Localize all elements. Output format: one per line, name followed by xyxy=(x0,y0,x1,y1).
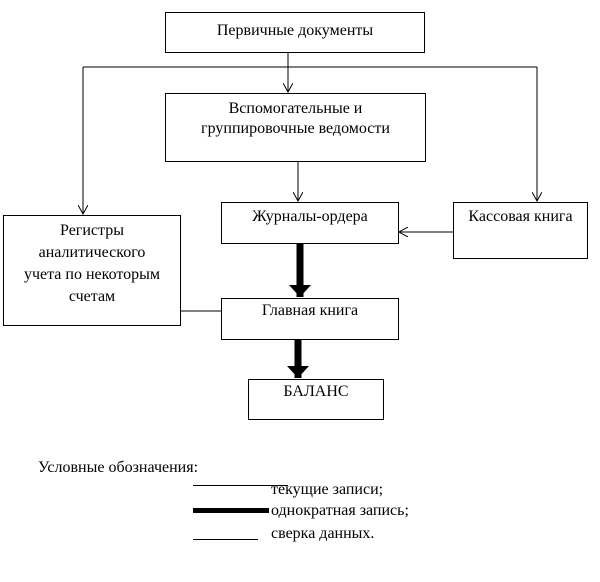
node-registers-label-line1: Регистры xyxy=(60,222,124,239)
legend-label-single: однократная запись; xyxy=(271,502,409,519)
node-balance-label: БАЛАНС xyxy=(283,383,349,400)
node-auxiliary-statements: Вспомогательные и группировочные ведомос… xyxy=(165,93,426,162)
node-cashbook: Кассовая книга xyxy=(453,202,588,259)
node-registers-label-line3: учета по некоторым xyxy=(23,266,161,283)
node-auxiliary-label-line1: Вспомогательные и xyxy=(228,100,363,117)
legend-line-reconcile xyxy=(193,539,258,540)
node-registers-label-line2: аналитического xyxy=(38,244,146,261)
node-general-ledger-label: Главная книга xyxy=(261,302,359,319)
node-registers-label-line4: счетам xyxy=(68,288,116,305)
node-analytical-registers: Регистры аналитического учета по некотор… xyxy=(3,215,181,326)
node-primary-documents: Первичные документы xyxy=(165,12,425,53)
node-auxiliary-label-line2: группировочные ведомости xyxy=(201,120,390,137)
legend-line-current xyxy=(193,485,288,486)
legend-line-single xyxy=(193,508,269,513)
node-general-ledger: Главная книга xyxy=(221,298,399,340)
node-journal-orders: Журналы-ордера xyxy=(221,202,399,244)
node-journal-orders-label: Журналы-ордера xyxy=(252,208,368,225)
node-cashbook-label: Кассовая книга xyxy=(468,208,573,225)
legend-label-reconcile: сверка данных. xyxy=(271,525,375,542)
node-primary-documents-label: Первичные документы xyxy=(216,22,374,39)
legend-title: Условные обозначения: xyxy=(38,459,199,476)
node-balance: БАЛАНС xyxy=(248,379,384,420)
legend-label-current: текущие записи; xyxy=(271,481,384,498)
